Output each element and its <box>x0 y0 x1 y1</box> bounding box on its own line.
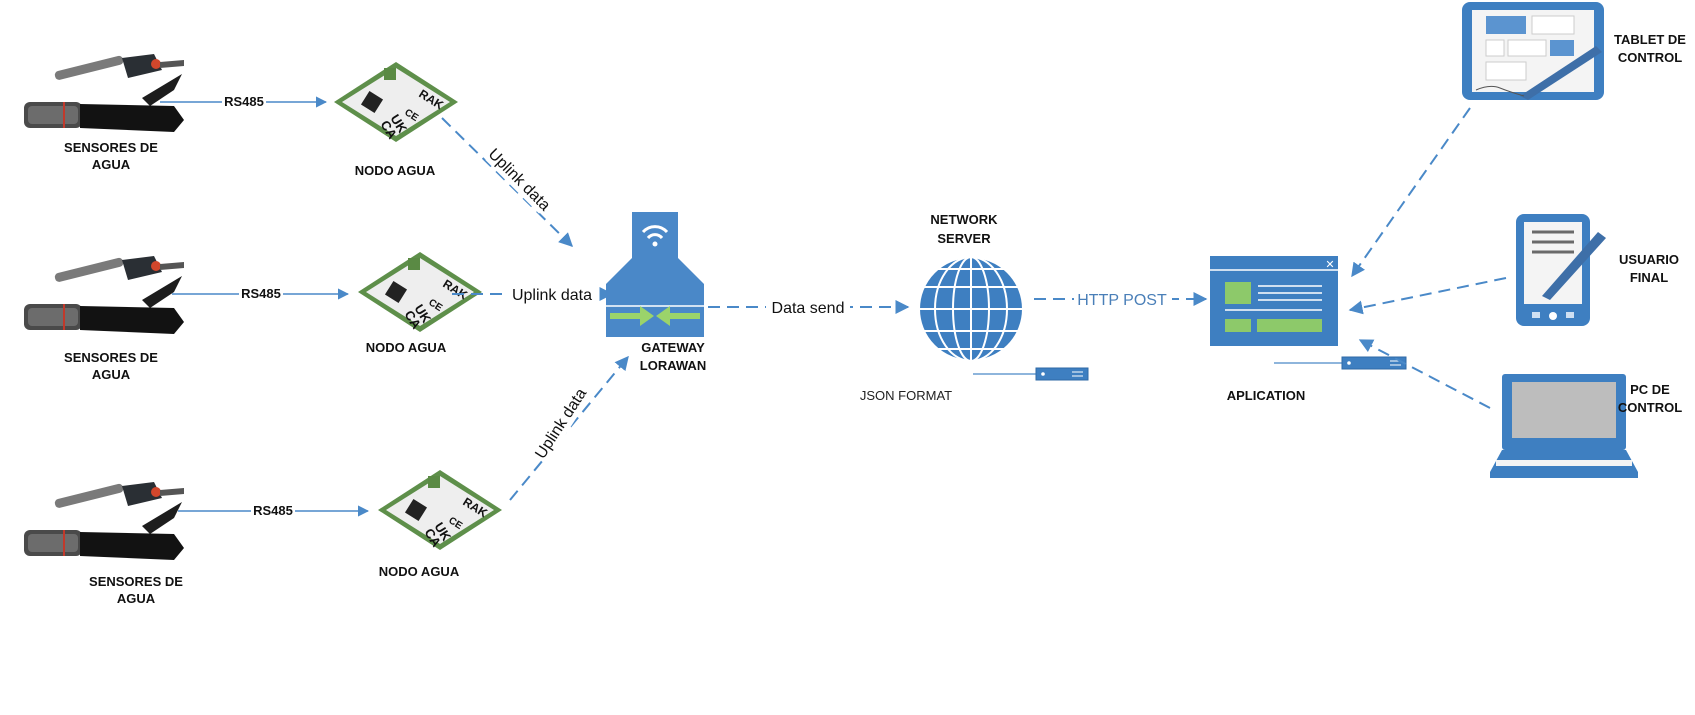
node-1: RAK CE UK CA NODO AGUA <box>334 62 458 178</box>
rs485-label: RS485 <box>224 94 264 109</box>
handheld-device-icon <box>1516 214 1606 326</box>
water-sensor-probe-icon <box>23 481 185 561</box>
rs485-link-2: RS485 <box>172 286 350 302</box>
sensor-label-line1: SENSORES DE <box>64 350 158 365</box>
mobile-to-app-link <box>1348 277 1507 315</box>
http-post-label: HTTP POST <box>1077 292 1167 309</box>
rs485-link-1: RS485 <box>160 94 328 110</box>
application-window-icon: ✕ <box>1210 256 1338 346</box>
mobile-client: USUARIO FINAL <box>1516 214 1679 326</box>
node-2: RAK CE UK CA NODO AGUA <box>358 252 482 355</box>
gateway-label-line2: LORAWAN <box>640 358 706 373</box>
sensor-label-line2: AGUA <box>117 591 156 606</box>
gateway: GATEWAY LORAWAN <box>606 212 706 373</box>
data-send-link: Data send <box>708 297 910 317</box>
uplink-link-2: Uplink data <box>452 284 614 304</box>
sensor-label-line2: AGUA <box>92 157 131 172</box>
http-post-link: HTTP POST <box>1034 289 1208 309</box>
tablet-icon <box>1462 2 1604 100</box>
sensor-label-line2: AGUA <box>92 367 131 382</box>
water-sensor-probe-icon <box>23 53 185 133</box>
mobile-label-line1: USUARIO <box>1619 252 1679 267</box>
gateway-label-line1: GATEWAY <box>641 340 705 355</box>
mobile-label-line2: FINAL <box>1630 270 1668 285</box>
network-server-label-line1: NETWORK <box>930 212 998 227</box>
laptop-icon <box>1490 374 1638 478</box>
sensor-label-line1: SENSORES DE <box>89 574 183 589</box>
uplink-label: Uplink data <box>532 386 590 462</box>
sensor-group-3: SENSORES DE AGUA <box>23 481 185 606</box>
application: ✕ APLICATION <box>1210 256 1407 403</box>
close-icon: ✕ <box>1325 258 1334 271</box>
uplink-label: Uplink data <box>512 287 592 304</box>
network-server-label-line2: SERVER <box>937 231 991 246</box>
tablet-client: TABLET DE CONTROL <box>1462 2 1686 100</box>
pc-to-app-link <box>1358 339 1491 409</box>
rs485-label: RS485 <box>241 286 281 301</box>
globe-icon <box>918 256 1024 362</box>
data-send-label: Data send <box>772 300 845 317</box>
sensor-group-1: SENSORES DE AGUA <box>23 53 185 172</box>
uplink-label: Uplink data <box>485 146 554 215</box>
json-format-label: JSON FORMAT <box>860 388 952 403</box>
rak-module-icon: RAK CE UK CA <box>334 62 458 142</box>
rak-module-icon: RAK CE UK CA <box>358 252 482 332</box>
sensor-label-line1: SENSORES DE <box>64 140 158 155</box>
gateway-router-icon <box>606 212 704 337</box>
rs485-link-3: RS485 <box>178 503 370 519</box>
rs485-label: RS485 <box>253 503 293 518</box>
network-server: NETWORK SERVER JSON FORMAT <box>860 212 1089 403</box>
node-label: NODO AGUA <box>355 163 436 178</box>
tablet-to-app-link <box>1351 107 1471 278</box>
uplink-link-1: Uplink data <box>441 117 573 247</box>
pc-label-line2: CONTROL <box>1618 400 1682 415</box>
sensor-group-2: SENSORES DE AGUA <box>23 255 185 382</box>
node-label: NODO AGUA <box>366 340 447 355</box>
pc-client: PC DE CONTROL <box>1490 374 1682 478</box>
server-unit-icon <box>1035 367 1089 381</box>
pc-label-line1: PC DE <box>1630 382 1670 397</box>
tablet-label-line2: CONTROL <box>1618 50 1682 65</box>
application-label: APLICATION <box>1227 388 1305 403</box>
tablet-label-line1: TABLET DE <box>1614 32 1686 47</box>
water-sensor-probe-icon <box>23 255 185 335</box>
node-3: RAK CE UK CA NODO AGUA <box>378 470 502 579</box>
node-label: NODO AGUA <box>379 564 460 579</box>
rak-module-icon: RAK CE UK CA <box>378 470 502 550</box>
uplink-link-3: Uplink data <box>509 355 629 501</box>
